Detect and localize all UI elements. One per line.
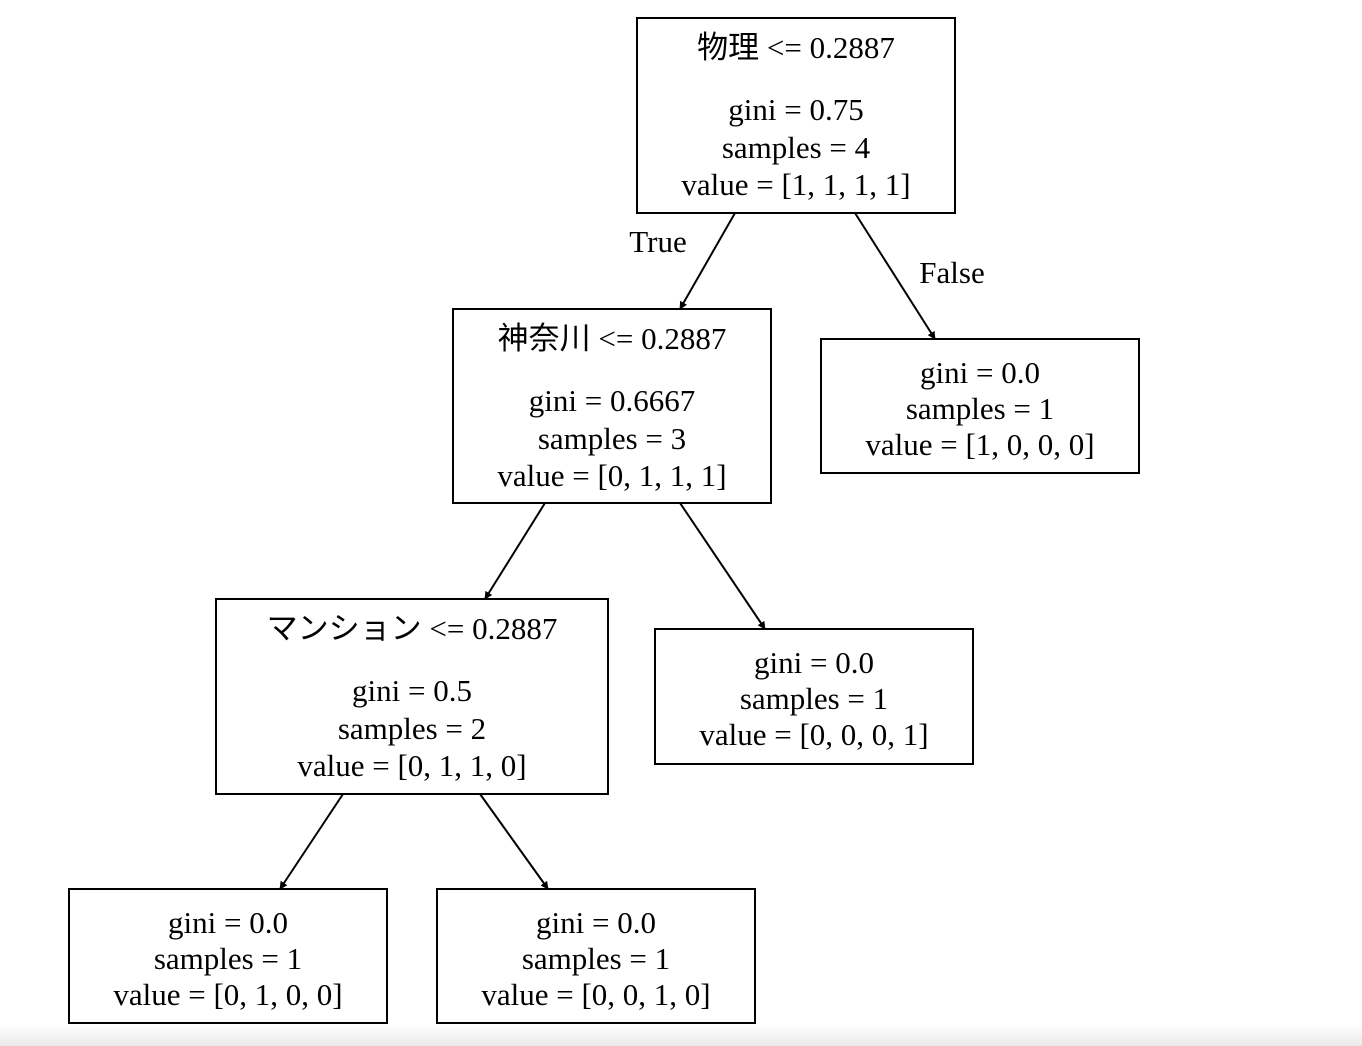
node-value-text: value = [1, 1, 1, 1] (681, 167, 910, 202)
edge-n3-n6 (479, 793, 549, 890)
edge-n0-n1 (679, 212, 736, 310)
node-value-text: value = [0, 1, 1, 1] (497, 458, 726, 493)
node-value-text: value = [0, 0, 1, 0] (481, 977, 710, 1012)
tree-node-n4 (654, 628, 974, 765)
edge-n1-n4 (679, 502, 766, 630)
tree-node-n2 (820, 338, 1140, 474)
node-samples-text: samples = 2 (338, 711, 486, 746)
node-samples-text: samples = 1 (906, 391, 1054, 426)
node-samples-text: samples = 1 (740, 681, 888, 716)
node-value-text: value = [0, 1, 1, 0] (297, 748, 526, 783)
node-gini-text: gini = 0.0 (536, 905, 656, 940)
node-value-text: value = [0, 0, 0, 1] (699, 717, 928, 752)
edge-n0-n2 (854, 212, 936, 340)
edge-label-true: True (629, 224, 686, 259)
tree-node-n0 (636, 17, 956, 214)
tree-node-n5 (68, 888, 388, 1024)
edge-n3-n5 (279, 793, 344, 890)
node-gini-text: gini = 0.0 (920, 355, 1040, 390)
tree-node-n3 (215, 598, 609, 795)
node-gini-text: gini = 0.0 (754, 645, 874, 680)
node-value-text: value = [0, 1, 0, 0] (113, 977, 342, 1012)
node-value-text: value = [1, 0, 0, 0] (865, 427, 1094, 462)
node-samples-text: samples = 3 (538, 421, 686, 456)
tree-node-n1 (452, 308, 772, 504)
node-split-text: 物理 <= 0.2887 (697, 30, 895, 65)
edge-n1-n3 (484, 502, 546, 600)
bottom-shadow (0, 1024, 1362, 1046)
node-samples-text: samples = 1 (522, 941, 670, 976)
node-split-text: 神奈川 <= 0.2887 (498, 321, 727, 356)
node-gini-text: gini = 0.5 (352, 673, 472, 708)
edge-label-false: False (919, 255, 984, 290)
tree-node-n6 (436, 888, 756, 1024)
node-samples-text: samples = 1 (154, 941, 302, 976)
node-samples-text: samples = 4 (722, 130, 871, 165)
node-split-text: マンション <= 0.2887 (267, 611, 558, 646)
node-gini-text: gini = 0.75 (728, 92, 863, 127)
node-gini-text: gini = 0.0 (168, 905, 288, 940)
node-gini-text: gini = 0.6667 (529, 383, 695, 418)
